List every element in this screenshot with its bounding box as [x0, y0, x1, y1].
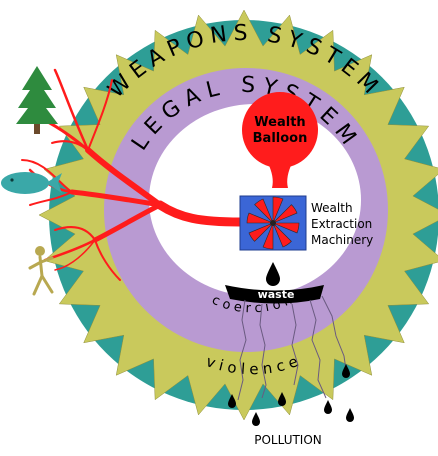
- pollution-cracks: [237, 295, 347, 401]
- pinwheel-blade: [254, 198, 274, 224]
- machine-label-line2: Extraction: [311, 217, 372, 231]
- pinwheel-blade: [272, 204, 298, 224]
- extraction-machine: [239, 195, 307, 251]
- pollution-drops: [228, 364, 354, 426]
- waste-label: waste: [258, 288, 295, 301]
- pinwheel-blade: [246, 212, 274, 224]
- oil-drop-icon: [228, 394, 236, 408]
- oil-drop-icon: [324, 400, 332, 414]
- machine-label-line3: Machinery: [311, 233, 373, 247]
- oil-drop-icon: [252, 412, 260, 426]
- waste-bar: [225, 285, 324, 304]
- oil-drop-icon: [266, 262, 280, 286]
- machine-label-line1: Wealth: [311, 201, 353, 215]
- balloon-label-line1: Wealth: [254, 115, 305, 130]
- pinwheel-blade: [262, 222, 274, 250]
- pinwheel-icon: [246, 196, 300, 250]
- pinwheel-blade: [272, 222, 292, 248]
- oil-drop-icon: [342, 364, 350, 378]
- wealth-balloon: Wealth Balloon: [242, 92, 318, 188]
- pinwheel-blade: [272, 196, 284, 224]
- pinwheel-blade: [248, 222, 274, 242]
- pinwheel-blade: [272, 222, 300, 234]
- pollution-label: POLLUTION: [254, 433, 322, 447]
- person-icon: [28, 246, 54, 296]
- fish-icon: [1, 172, 62, 194]
- tree-icon: [16, 66, 58, 134]
- balloon-label-line2: Balloon: [253, 131, 308, 146]
- oil-drop-icon: [278, 392, 286, 406]
- oil-drop-icon: [346, 408, 354, 422]
